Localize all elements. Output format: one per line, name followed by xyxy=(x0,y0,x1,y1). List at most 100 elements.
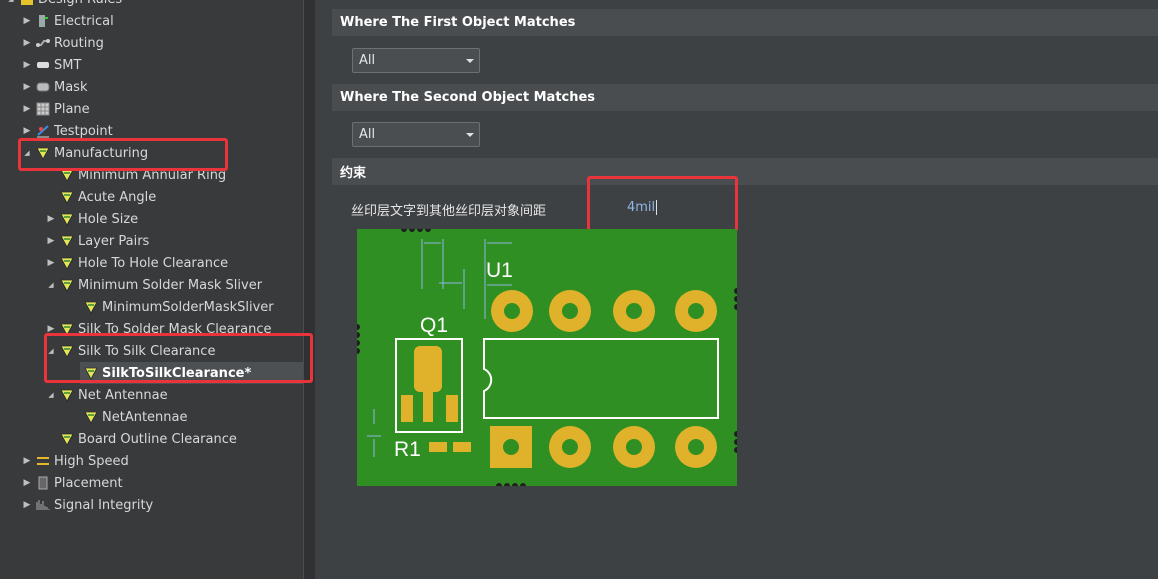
chevron-down-icon xyxy=(466,59,474,63)
second-object-combo-value: All xyxy=(359,127,376,142)
rule-icon xyxy=(84,366,98,380)
collapsed-arrow-icon[interactable]: ▶ xyxy=(23,126,31,136)
selected-row-background xyxy=(80,362,303,384)
collapsed-arrow-icon[interactable]: ▶ xyxy=(23,104,31,114)
expanded-arrow-icon[interactable]: ◢ xyxy=(48,347,54,355)
second-object-section-header: Where The Second Object Matches xyxy=(332,84,1158,111)
rule-icon xyxy=(60,322,74,336)
tree-item-label: SilkToSilkClearance* xyxy=(102,365,252,381)
constraint-value-input[interactable]: 4mil xyxy=(627,200,658,215)
tree-item-hole-size[interactable]: ▶ Hole Size xyxy=(0,208,139,230)
signal-integrity-icon xyxy=(36,498,50,512)
tree-item-label: Hole Size xyxy=(78,211,139,227)
r1-pads xyxy=(429,442,471,452)
collapsed-arrow-icon[interactable]: ▶ xyxy=(23,456,31,466)
tree-item-routing[interactable]: ▶ Routing xyxy=(0,32,104,54)
routing-icon xyxy=(36,36,50,50)
rules-tree-panel: ◢ Design Rules ▶ Electrical ▶ Routing ▶SMT▶Mas… xyxy=(0,0,303,579)
collapsed-arrow-icon[interactable]: ▶ xyxy=(23,38,31,48)
tree-item-manufacturing[interactable]: ◢ Manufacturing xyxy=(0,142,148,164)
expanded-arrow-icon[interactable]: ◢ xyxy=(24,149,30,157)
tree-item-netantennae[interactable]: NetAntennae xyxy=(0,406,188,428)
tree-item-label: Plane xyxy=(54,101,90,117)
tree-item-label: Minimum Annular Ring xyxy=(78,167,227,183)
testpoint-icon xyxy=(36,124,50,138)
tree-item-high-speed[interactable]: ▶ High Speed xyxy=(0,450,129,472)
collapsed-arrow-icon[interactable]: ▶ xyxy=(47,214,55,224)
tree-item-design-rules[interactable]: ◢ Design Rules xyxy=(0,0,122,10)
rule-icon xyxy=(84,300,98,314)
collapsed-arrow-icon[interactable]: ▶ xyxy=(23,60,31,70)
collapsed-arrow-icon[interactable]: ▶ xyxy=(47,236,55,246)
tree-item-label: Silk To Silk Clearance xyxy=(78,343,216,359)
collapsed-arrow-icon[interactable]: ▶ xyxy=(23,82,31,92)
design-rules-icon xyxy=(20,0,34,6)
dimension-lines xyxy=(367,239,512,457)
tree-item-plane[interactable]: ▶ Plane xyxy=(0,98,90,120)
tree-item-smt[interactable]: ▶SMT xyxy=(0,54,82,76)
rule-icon xyxy=(60,344,74,358)
expanded-arrow-icon[interactable]: ◢ xyxy=(6,0,16,3)
collapsed-arrow-icon[interactable]: ▶ xyxy=(47,258,55,268)
tree-item-label: Electrical xyxy=(54,13,114,29)
rule-icon xyxy=(60,234,74,248)
panel-splitter[interactable] xyxy=(303,0,316,579)
plane-icon xyxy=(36,102,50,116)
tree-item-label: Placement xyxy=(54,475,123,491)
rule-icon xyxy=(36,146,50,160)
tree-item-silktosilkclearance[interactable]: SilkToSilkClearance* xyxy=(0,362,303,384)
tree-item-layer-pairs[interactable]: ▶ Layer Pairs xyxy=(0,230,150,252)
expanded-arrow-icon[interactable]: ◢ xyxy=(48,391,54,399)
tree-item-board-outline-clearance[interactable]: Board Outline Clearance xyxy=(0,428,237,450)
rule-icon xyxy=(60,432,74,446)
placement-icon xyxy=(36,476,50,490)
collapsed-arrow-icon[interactable]: ▶ xyxy=(23,500,31,510)
board-edge-dots xyxy=(357,229,737,486)
tree-item-minimumsoldermasksliver[interactable]: MinimumSolderMaskSliver xyxy=(0,296,274,318)
second-object-section-title: Where The Second Object Matches xyxy=(340,90,596,105)
tree-item-electrical[interactable]: ▶ Electrical xyxy=(0,10,114,32)
first-object-combo[interactable]: All xyxy=(352,48,480,73)
tree-item-label: Silk To Solder Mask Clearance xyxy=(78,321,272,337)
chevron-down-icon xyxy=(466,133,474,137)
tree-item-label: Manufacturing xyxy=(54,145,149,161)
rule-icon xyxy=(60,212,74,226)
tree-item-label: High Speed xyxy=(54,453,129,469)
tree-item-label: Testpoint xyxy=(54,123,113,139)
tree-item-hole-to-hole-clearance[interactable]: ▶ Hole To Hole Clearance xyxy=(0,252,229,274)
rule-icon xyxy=(60,278,74,292)
tree-item-signal-integrity[interactable]: ▶Signal Integrity xyxy=(0,494,154,516)
tree-item-label: Board Outline Clearance xyxy=(78,431,237,447)
highlight-manufacturing xyxy=(18,138,228,171)
tree-item-label: Hole To Hole Clearance xyxy=(78,255,229,271)
tree-item-label: Layer Pairs xyxy=(78,233,150,249)
expanded-arrow-icon[interactable]: ◢ xyxy=(48,281,54,289)
first-object-combo-value: All xyxy=(359,53,376,68)
tree-item-label: MinimumSolderMaskSliver xyxy=(102,299,274,315)
first-object-section-header: Where The First Object Matches xyxy=(332,9,1158,36)
tree-item-testpoint[interactable]: ▶ Testpoint xyxy=(0,120,113,142)
clearance-diagram: U1 Q1 R1 xyxy=(357,229,737,486)
tree-item-placement[interactable]: ▶ Placement xyxy=(0,472,123,494)
r1-label: R1 xyxy=(394,438,421,461)
collapsed-arrow-icon[interactable]: ▶ xyxy=(23,478,31,488)
tree-item-silk-to-silk-clearance[interactable]: ◢ Silk To Silk Clearance xyxy=(0,340,215,362)
rule-icon xyxy=(60,190,74,204)
tree-item-minimum-annular-ring[interactable]: Minimum Annular Ring xyxy=(0,164,226,186)
constraint-label: 丝印层文字到其他丝印层对象间距 xyxy=(351,204,547,219)
tree-item-net-antennae[interactable]: ◢Net Antennae xyxy=(0,384,167,406)
tree-item-acute-angle[interactable]: Acute Angle xyxy=(0,186,156,208)
tree-item-label: Design Rules xyxy=(38,0,122,7)
tree-item-label: Routing xyxy=(54,35,104,51)
first-object-section-title: Where The First Object Matches xyxy=(340,15,576,30)
high-speed-icon xyxy=(36,454,50,468)
tree-item-silk-to-solder-mask-clearance[interactable]: ▶ Silk To Solder Mask Clearance xyxy=(0,318,272,340)
collapsed-arrow-icon[interactable]: ▶ xyxy=(23,16,31,26)
second-object-combo[interactable]: All xyxy=(352,122,480,147)
rule-icon xyxy=(84,410,98,424)
highlight-silk-to-silk xyxy=(44,333,313,383)
collapsed-arrow-icon[interactable]: ▶ xyxy=(47,324,55,334)
tree-item-mask[interactable]: ▶Mask xyxy=(0,76,88,98)
tree-item-minimum-solder-mask-sliver[interactable]: ◢Minimum Solder Mask Sliver xyxy=(0,274,262,296)
tree-item-label: NetAntennae xyxy=(102,409,188,425)
